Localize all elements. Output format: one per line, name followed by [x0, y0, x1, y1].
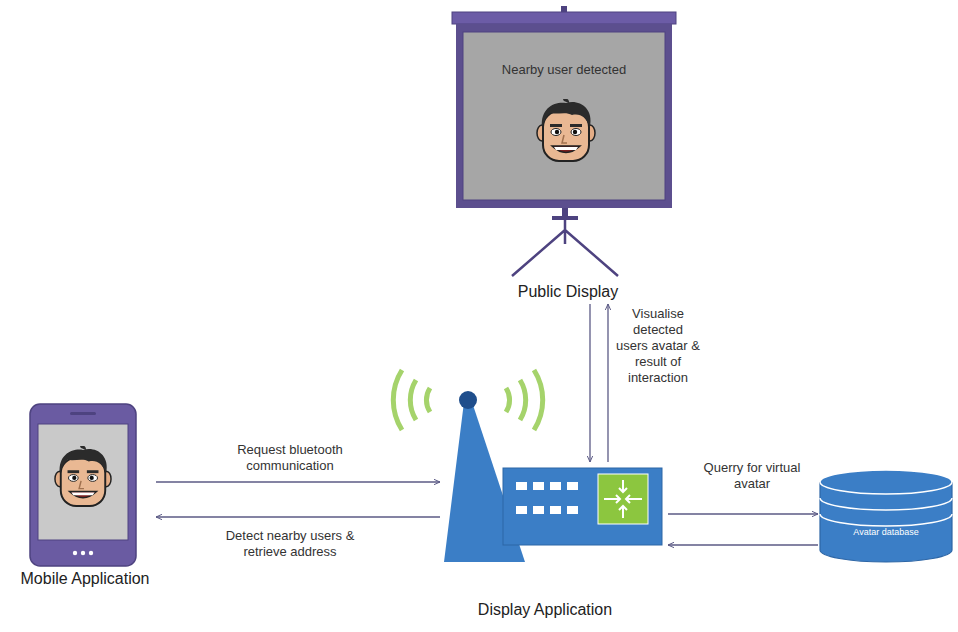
- connector-arrow: [668, 513, 818, 514]
- connector-arrow: [156, 516, 440, 517]
- node-label: Avatar database: [853, 527, 918, 538]
- edge-label: Detect nearby users & retrieve address: [205, 528, 375, 560]
- mobile-application: Mobile Application: [14, 398, 156, 590]
- node-label: Public Display: [518, 282, 618, 301]
- edge-label: Visualise detected users avatar & result…: [616, 306, 700, 386]
- connector-arrow: [668, 544, 818, 545]
- avatar-database: Avatar database: [818, 468, 954, 564]
- avatar-database-shape: [818, 468, 954, 564]
- display-application: Display Application: [440, 462, 668, 622]
- phone-illustration: [30, 404, 136, 566]
- edge-label: Querry for virtual avatar: [702, 460, 802, 492]
- connector-arrow: [607, 304, 608, 462]
- public-display-shape: [448, 4, 680, 304]
- connector-arrow: [156, 481, 440, 482]
- node-label: Display Application: [478, 600, 612, 619]
- connector-arrow: [589, 304, 590, 462]
- public-display: Nearby user detectedPublic Display: [448, 4, 680, 304]
- display-application-shape: [440, 462, 668, 622]
- screen-text: Nearby user detected: [502, 62, 626, 78]
- node-label: Mobile Application: [21, 569, 150, 588]
- edge-label: Request bluetooth communication: [220, 442, 360, 474]
